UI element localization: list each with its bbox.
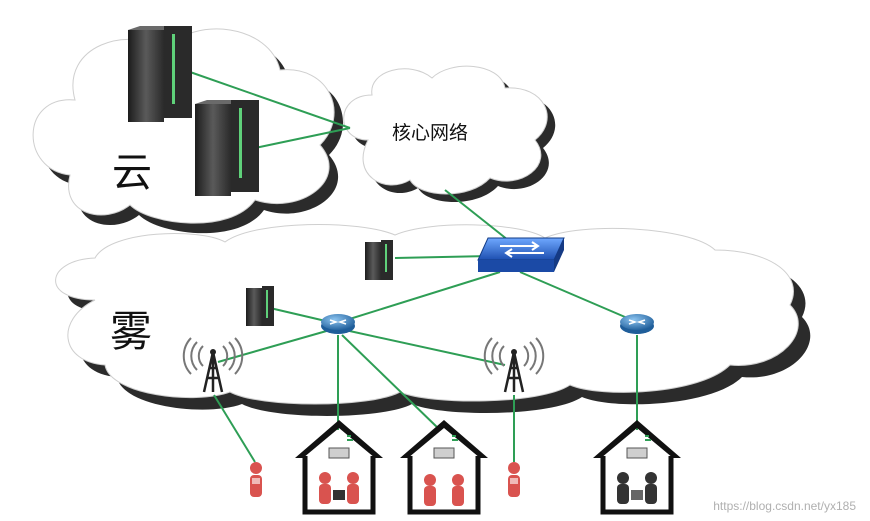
link-antenna1-person1 xyxy=(213,394,256,463)
watermark: https://blog.csdn.net/yx185 xyxy=(713,499,856,513)
link-switch-router1 xyxy=(339,271,501,323)
link-server1-core xyxy=(189,71,351,129)
link-router1-antenna2 xyxy=(344,329,506,366)
antenna-tower-icon xyxy=(483,337,545,393)
link-router1-antenna1 xyxy=(217,329,331,363)
server-rack-icon xyxy=(246,286,274,326)
core-network-label: 核心网络 xyxy=(392,122,469,144)
person-icon xyxy=(508,462,520,497)
server-rack-icon xyxy=(128,26,192,122)
core-network-region xyxy=(343,65,556,202)
house-icon xyxy=(400,420,488,515)
house-icon xyxy=(593,420,681,515)
link-fogserver2-router1 xyxy=(269,307,331,323)
router-icon xyxy=(321,314,355,334)
fog-label: 雾 xyxy=(110,307,153,356)
cloud-label: 云 xyxy=(112,150,152,196)
network-links xyxy=(189,71,638,463)
router-icon xyxy=(620,314,654,334)
person-icon xyxy=(250,462,262,497)
fog-region xyxy=(55,224,811,416)
server-rack-icon xyxy=(195,100,259,196)
house-icon xyxy=(295,420,383,515)
server-rack-icon xyxy=(365,240,393,280)
link-switch-router2 xyxy=(519,271,633,321)
switch-icon xyxy=(477,237,565,272)
antenna-tower-icon xyxy=(182,337,244,393)
link-router1-house2 xyxy=(341,334,441,431)
link-fogserver1-switch xyxy=(394,255,491,259)
link-core-switch xyxy=(444,189,509,241)
link-server2-core xyxy=(254,127,351,149)
